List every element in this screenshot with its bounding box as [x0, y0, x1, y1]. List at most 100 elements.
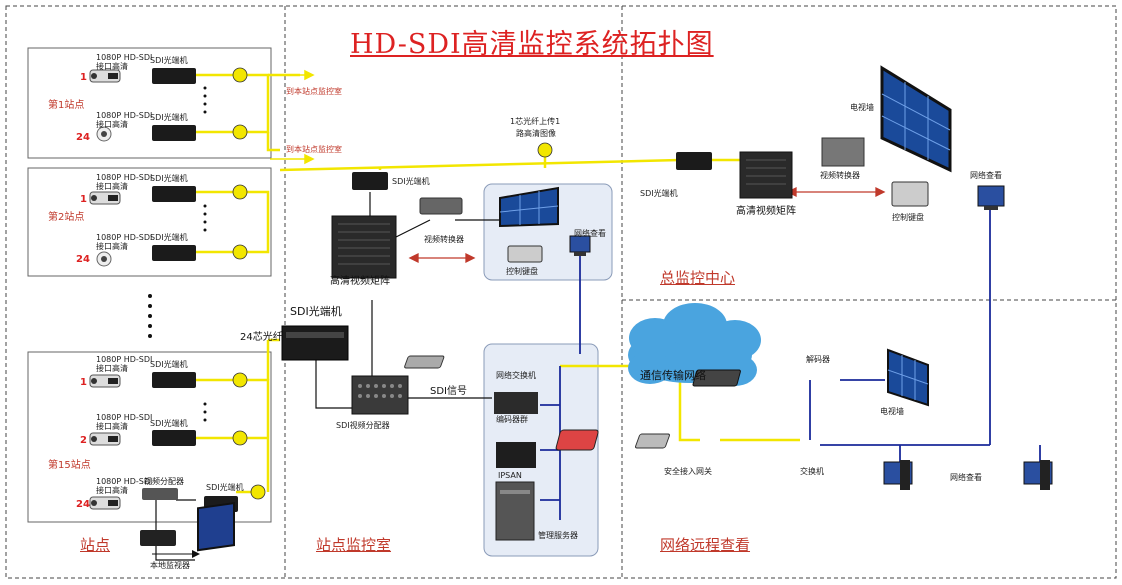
cam-label-2: 1080P HD-SDI接口高清 [96, 111, 153, 129]
room-switch-label: 网络交换机 [496, 371, 536, 380]
site2-box [27, 167, 272, 277]
remote-pc2-tower [1040, 460, 1050, 490]
cam-label-6: 1080P HD-SDI接口高清 [96, 413, 153, 431]
local-monitor-device [197, 501, 235, 552]
room-matrix-device [331, 215, 397, 279]
mgmt-server-label: 管理服务器 [538, 531, 578, 540]
main-tv-wall [880, 65, 952, 173]
room-matrix-label: 高清视频矩阵 [330, 276, 390, 287]
cam-label-3: 1080P HD-SDI接口高清 [96, 173, 153, 191]
sdi-distributor-label: SDI视频分配器 [336, 421, 390, 430]
fiber-24-label: 24芯光纤 [240, 332, 283, 343]
to-room-label-1: 到本站点监控室 [286, 87, 342, 96]
remote-switch-label: 交换机 [800, 467, 824, 476]
uplink-label-2: 路高清图像 [516, 129, 556, 138]
remote-pc1-tower [900, 460, 910, 490]
site2-label: 第2站点 [48, 212, 85, 223]
uplink-label-1: 1芯光纤上传1 [510, 117, 561, 126]
zone-label-main-center: 总监控中心 [660, 269, 736, 287]
main-matrix-label: 高清视频矩阵 [736, 206, 796, 217]
optical-label-5: SDI光端机 [150, 360, 188, 369]
main-optical-label: SDI光端机 [640, 189, 678, 198]
main-matrix-device [739, 151, 793, 199]
diagram-title: HD-SDI高清监控系统拓扑图 [350, 29, 714, 60]
to-room-arrows [270, 69, 315, 165]
cam-label-7: 1080P HD-SDI接口高清 [96, 477, 153, 495]
site1-box [27, 47, 272, 159]
room-converter-label: 视频转换器 [424, 235, 464, 244]
monitor-arrow-head [192, 550, 200, 558]
gateway-label: 安全接入网关 [664, 467, 712, 476]
site1-label: 第1站点 [48, 100, 85, 111]
local-monitor-label: 本地监视器 [150, 561, 190, 570]
site15-label: 第15站点 [48, 460, 91, 471]
decoder-label: 解码器 [806, 355, 830, 364]
remote-tv-wall-label: 电视墙 [880, 407, 904, 416]
comm-network-label: 通信传输网络 [640, 369, 706, 382]
big-optical-label: SDI光端机 [290, 305, 342, 318]
room-tv-wall [499, 186, 559, 228]
site15-aux-device [140, 530, 176, 546]
room-optical-label: SDI光端机 [392, 177, 430, 186]
room-keyboard-device [507, 245, 543, 263]
zone-label-remote: 网络远程查看 [660, 536, 751, 554]
room-keyboard-label: 控制键盘 [506, 267, 538, 276]
remote-tv-wall [887, 348, 929, 407]
main-tv-wall-label: 电视墙 [850, 103, 874, 112]
network-lines [540, 210, 1041, 520]
optical-label-6: SDI光端机 [150, 419, 188, 428]
cam-num-3: 1 [80, 194, 87, 205]
main-pc-base [984, 206, 998, 210]
signal-lines [155, 192, 500, 561]
room-network-view-label: 网络查看 [574, 229, 606, 238]
zone-label-site: 站点 [80, 536, 111, 554]
main-keyboard-device [891, 181, 929, 207]
video-splitter-device [142, 488, 178, 500]
decoder-device [692, 369, 741, 387]
room-converter-device [419, 197, 463, 215]
encoder-label: 编码器群 [496, 415, 528, 424]
to-room-label-2: 到本站点监控室 [286, 145, 342, 154]
sdi-signal-label: SDI信号 [430, 386, 467, 397]
ipsan-device [496, 442, 536, 468]
cam-num-1: 1 [80, 72, 87, 83]
ellipsis-dots [148, 86, 207, 422]
cam-label-5: 1080P HD-SDI接口高清 [96, 355, 153, 373]
optical-label-7: SDI光端机 [206, 483, 244, 492]
remote-switch-device [635, 433, 670, 449]
control-arrows [408, 186, 886, 264]
zone-label-site-room: 站点监控室 [316, 536, 392, 554]
optical-label-4: SDI光端机 [150, 233, 188, 242]
camera-icons [89, 69, 121, 510]
fiber-nodes [232, 67, 553, 500]
room-matrix-slots [338, 223, 390, 265]
main-converter-label: 视频转换器 [820, 171, 860, 180]
main-keyboard-label: 控制键盘 [892, 213, 924, 222]
video-splitter-label: 视频分配器 [144, 477, 184, 486]
room-pc-base [574, 252, 586, 256]
big-optical-ports [286, 332, 344, 338]
cloud-icon [628, 303, 761, 386]
cam-num-5: 1 [80, 377, 87, 388]
remote-network-view-label: 网络查看 [950, 473, 982, 482]
outer-border [5, 5, 1117, 579]
cam-label-4: 1080P HD-SDI接口高清 [96, 233, 153, 251]
main-network-view-label: 网络查看 [970, 171, 1002, 180]
cam-num-2: 24 [76, 132, 90, 143]
big-optical-device [281, 325, 349, 361]
cam-label-1: 1080P HD-SDI接口高清 [96, 53, 153, 71]
optical-label-2: SDI光端机 [150, 113, 188, 122]
mgmt-server-bay [500, 490, 530, 494]
main-pc-device [977, 185, 1005, 207]
ipsan-label: IPSAN [498, 471, 522, 480]
main-matrix-slots [746, 159, 786, 185]
cam-num-4: 24 [76, 254, 90, 265]
cam-num-6: 2 [80, 435, 87, 446]
room-switch-device [404, 355, 445, 369]
cam-num-7: 24 [76, 499, 90, 510]
optical-label-3: SDI光端机 [150, 174, 188, 183]
optical-label-1: SDI光端机 [150, 56, 188, 65]
gateway-device [555, 429, 599, 451]
